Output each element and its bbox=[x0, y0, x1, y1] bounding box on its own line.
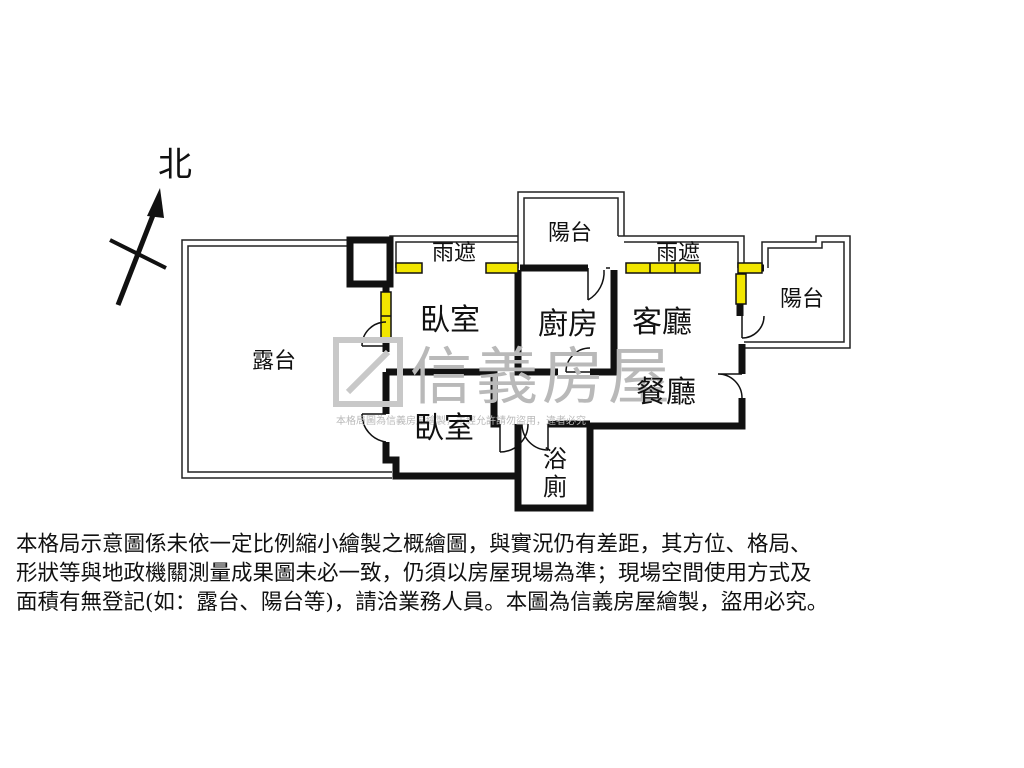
terrace-outline bbox=[181, 239, 392, 479]
label-balcony-top: 陽台 bbox=[548, 221, 592, 246]
label-kitchen: 廚房 bbox=[538, 307, 598, 342]
label-bedroom-1: 臥室 bbox=[420, 303, 480, 338]
label-bath-line2: 廁 bbox=[543, 473, 567, 501]
watermark: 信義房屋 本格局圖為信義房屋繪製，未經允許請勿盜用，違者必究 bbox=[333, 337, 674, 427]
watermark-brand: 信義房屋 bbox=[410, 340, 674, 413]
label-canopy-left: 雨遮 bbox=[432, 241, 476, 266]
disclaimer-line-1: 本格局示意圖係未依一定比例縮小繪製之概繪圖，與實況仍有差距，其方位、格局、 bbox=[16, 532, 812, 557]
label-balcony-right: 陽台 bbox=[780, 287, 824, 312]
label-terrace: 露台 bbox=[252, 349, 296, 374]
thin-outlines bbox=[389, 191, 851, 349]
walls bbox=[346, 236, 764, 512]
compass-needle bbox=[115, 209, 158, 306]
compass-north-label: 北 bbox=[158, 145, 192, 185]
disclaimer-line-2: 形狀等與地政機關測量成果圖未必一致，仍須以房屋現場為準；現場空間使用方式及 bbox=[16, 561, 812, 586]
label-living-room: 客廳 bbox=[632, 305, 692, 340]
label-canopy-right: 雨遮 bbox=[656, 241, 700, 266]
doors bbox=[361, 267, 765, 453]
label-bath-line1: 浴 bbox=[543, 445, 567, 473]
disclaimer-line-3: 面積有無登記(如：露台、陽台等)，請洽業務人員。本圖為信義房屋繪製，盜用必究。 bbox=[16, 590, 829, 615]
brand-logo-mark bbox=[333, 337, 403, 407]
windows bbox=[380, 262, 763, 341]
north-compass: 北 bbox=[109, 145, 192, 306]
compass-arrow-head bbox=[147, 188, 164, 218]
watermark-notice: 本格局圖為信義房屋繪製，未經允許請勿盜用，違者必究 bbox=[336, 414, 586, 427]
label-dining-room: 餐廳 bbox=[636, 375, 696, 410]
label-bedroom-2: 臥室 bbox=[414, 411, 474, 446]
floor-plan: 北 bbox=[109, 145, 851, 512]
disclaimer-text: 本格局示意圖係未依一定比例縮小繪製之概繪圖，與實況仍有差距，其方位、格局、 形狀… bbox=[16, 530, 1016, 617]
